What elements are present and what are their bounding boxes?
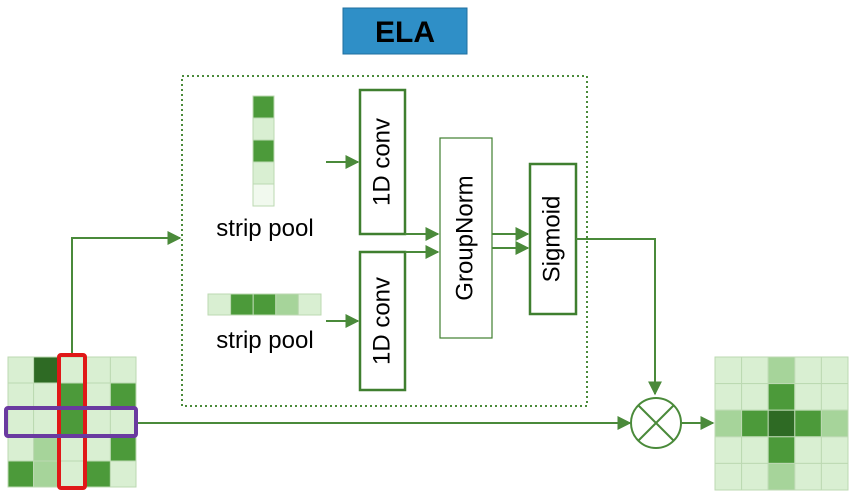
strip-cell [252,139,275,163]
input-feature-map [7,356,137,488]
grid-cell [33,460,60,488]
conv-bottom-label: 1D conv [368,277,395,365]
module-frame [181,75,588,407]
grid-cell [741,356,769,385]
grid-cell [794,436,822,464]
grid-cell [58,460,86,488]
grid-cell [33,434,60,462]
grid-cell [109,408,137,436]
grid-cell [84,408,111,436]
conv-top-label: 1D conv [368,118,395,206]
conv-bottom-block: 1D conv [358,250,407,392]
grid-cell [820,356,849,385]
grid-cell [58,408,86,436]
grid-cell [33,382,60,410]
grid-cell [84,356,111,384]
grid-cell [741,383,769,411]
strip-cell [252,95,275,119]
grid-cell [7,356,35,384]
grid-cell [714,356,743,385]
grid-cell [767,356,796,385]
vertical-strip [252,95,275,207]
sigmoid-block: Sigmoid [528,162,578,316]
sigmoid-label: Sigmoid [538,196,565,283]
strip-cell [252,183,275,207]
grid-cell [33,408,60,436]
strip-pool-bottom-label: strip pool [216,327,313,354]
output-feature-map [714,356,849,491]
grid-cell [58,434,86,462]
column-highlight [57,353,87,490]
grid-cell [767,462,796,491]
grid-cell [84,460,111,488]
horizontal-strip [207,293,322,316]
grid-cell [794,383,822,411]
grid-cell [109,460,137,488]
title-badge: ELA [342,7,468,55]
grid-cell [767,409,796,438]
grid-cell [794,409,822,438]
strip-cell [275,293,299,316]
grid-cell [7,408,35,436]
grid-cell [714,383,743,411]
grid-cell [7,460,35,488]
sigmoid-to-multiply-arrow [576,238,662,396]
grid-cell [58,382,86,410]
strip-cell [207,293,232,316]
strip-cell [230,293,254,316]
grid-cell [714,409,743,438]
connectors [71,155,715,430]
strip-cell [297,293,322,316]
input-to-module-arrow [71,231,182,355]
grid-cell [109,434,137,462]
grid-cell [741,436,769,464]
strip-cell [252,293,277,316]
strip-cell [252,117,275,141]
grid-cell [767,436,796,464]
grid-cell [820,462,849,491]
grid-cell [84,382,111,410]
grid-cell [741,409,769,438]
multiply-icon [630,397,682,449]
groupnorm-block: GroupNorm [439,137,493,339]
grid-cell [7,382,35,410]
grid-cell [741,462,769,491]
title-text: ELA [375,16,435,49]
grid-cell [794,462,822,491]
grid-cell [820,436,849,464]
grid-cell [794,356,822,385]
grid-cell [714,436,743,464]
grid-cell [7,434,35,462]
strip-pool-top-label: strip pool [216,215,313,242]
grid-cell [84,434,111,462]
grid-cell [714,462,743,491]
grid-cell [58,356,86,384]
grid-cell [33,356,60,384]
strip-cell [252,161,275,185]
row-highlight [4,406,138,438]
grid-cell [767,383,796,411]
groupnorm-label: GroupNorm [451,175,478,300]
conv-top-block: 1D conv [358,88,407,236]
grid-cell [109,382,137,410]
grid-cell [820,383,849,411]
grid-cell [109,356,137,384]
grid-cell [820,409,849,438]
